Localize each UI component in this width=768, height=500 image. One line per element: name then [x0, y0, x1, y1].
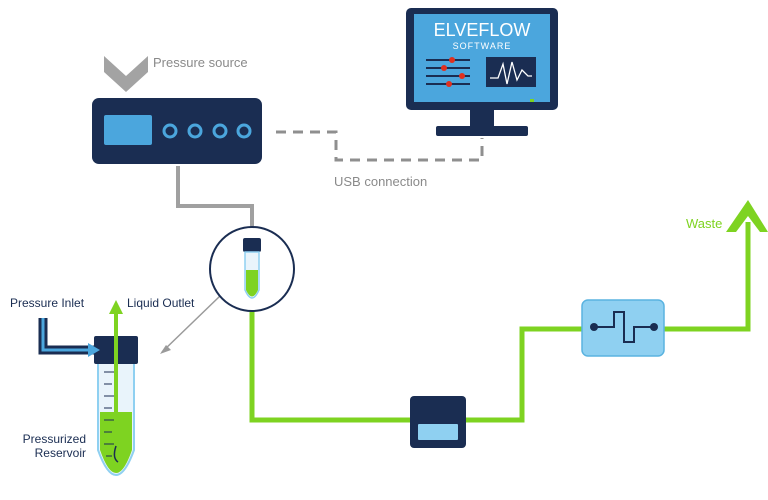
controller-knob	[187, 123, 203, 139]
liquid-outlet-arrow	[109, 300, 123, 314]
chevron-down-icon	[104, 56, 148, 92]
pressure-tube	[176, 166, 254, 240]
software-graph	[486, 57, 536, 87]
software-brand: ELVEFLOW	[434, 20, 531, 40]
controller-knob	[212, 123, 228, 139]
computer-monitor: ELVEFLOW SOFTWARE	[406, 8, 558, 136]
usb-cable	[276, 130, 484, 162]
software-sliders	[426, 57, 470, 87]
waste-line	[664, 222, 751, 332]
software-product: SOFTWARE	[453, 41, 512, 51]
flow-sensor	[410, 396, 466, 448]
liquid-flow-line	[249, 302, 410, 423]
reservoir-label-line2: Reservoir	[35, 446, 86, 460]
microfluidic-chip	[581, 299, 665, 357]
controller-knob	[236, 123, 252, 139]
liquid-flow-line-2	[466, 326, 584, 423]
pressure-inlet-label: Pressure Inlet	[10, 296, 85, 310]
tube-magnifier	[160, 226, 295, 354]
reservoir-graduations	[104, 371, 114, 457]
chevron-up-icon	[726, 200, 768, 232]
pressure-controller	[92, 98, 262, 164]
pressure-source-label: Pressure source	[153, 55, 248, 70]
waste-label: Waste	[686, 216, 722, 231]
pressurized-reservoir	[38, 300, 138, 476]
liquid-outlet-label: Liquid Outlet	[127, 296, 195, 310]
usb-connection-label: USB connection	[334, 174, 427, 189]
reservoir-label-line1: Pressurized	[23, 432, 86, 446]
controller-knob	[162, 123, 178, 139]
